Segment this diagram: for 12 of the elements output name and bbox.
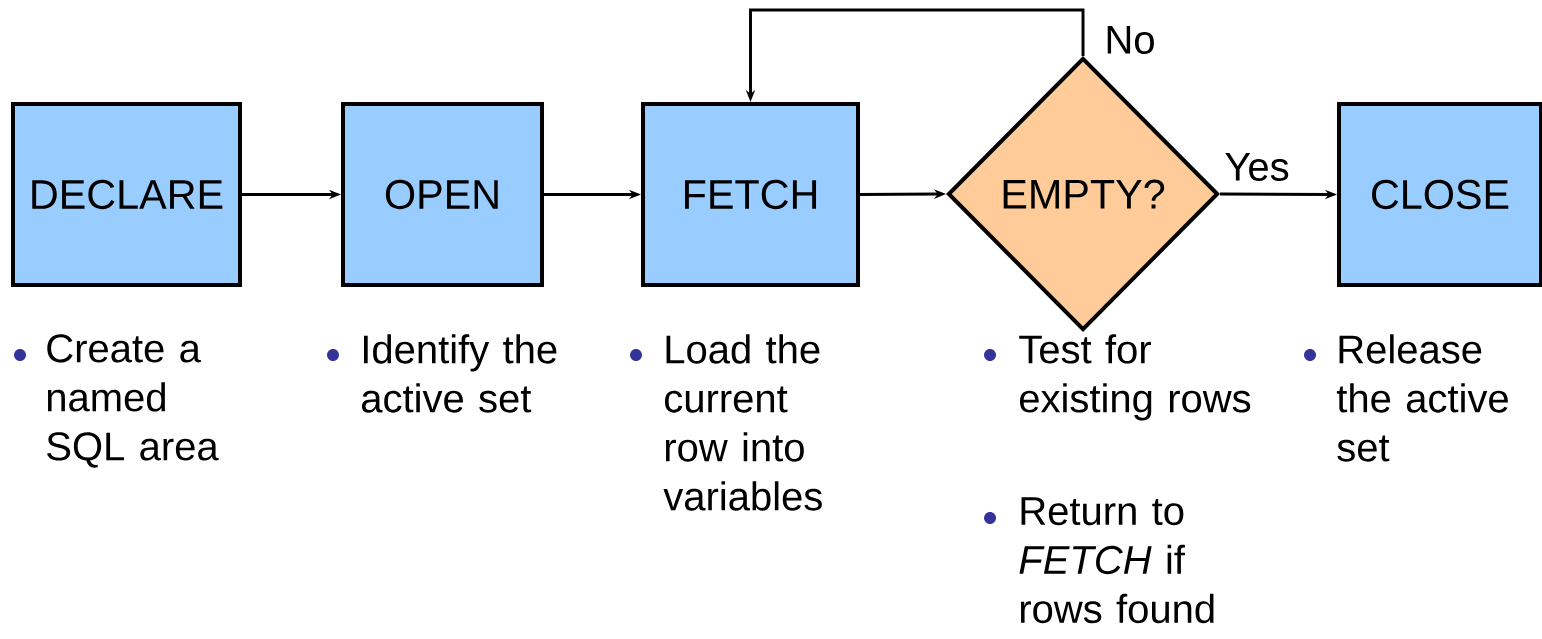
bullet-text: Create a named SQL area — [47, 334, 219, 468]
edge-label: Yes — [1225, 153, 1289, 181]
edge-label: No — [1107, 26, 1154, 54]
bullet-text: Load the current row into variables — [663, 334, 822, 511]
bullet-text: Test for existing rows — [1019, 334, 1251, 421]
bullet-text: Release the active set — [1336, 334, 1508, 462]
bullet-text: Return to FETCH if rows found — [1019, 497, 1214, 624]
process-box: OPEN — [341, 102, 544, 287]
process-box: CLOSE — [1337, 102, 1542, 287]
process-box: DECLARE — [11, 102, 242, 287]
bullet-text: Identify the active set — [361, 334, 557, 413]
process-box: FETCH — [641, 102, 860, 287]
